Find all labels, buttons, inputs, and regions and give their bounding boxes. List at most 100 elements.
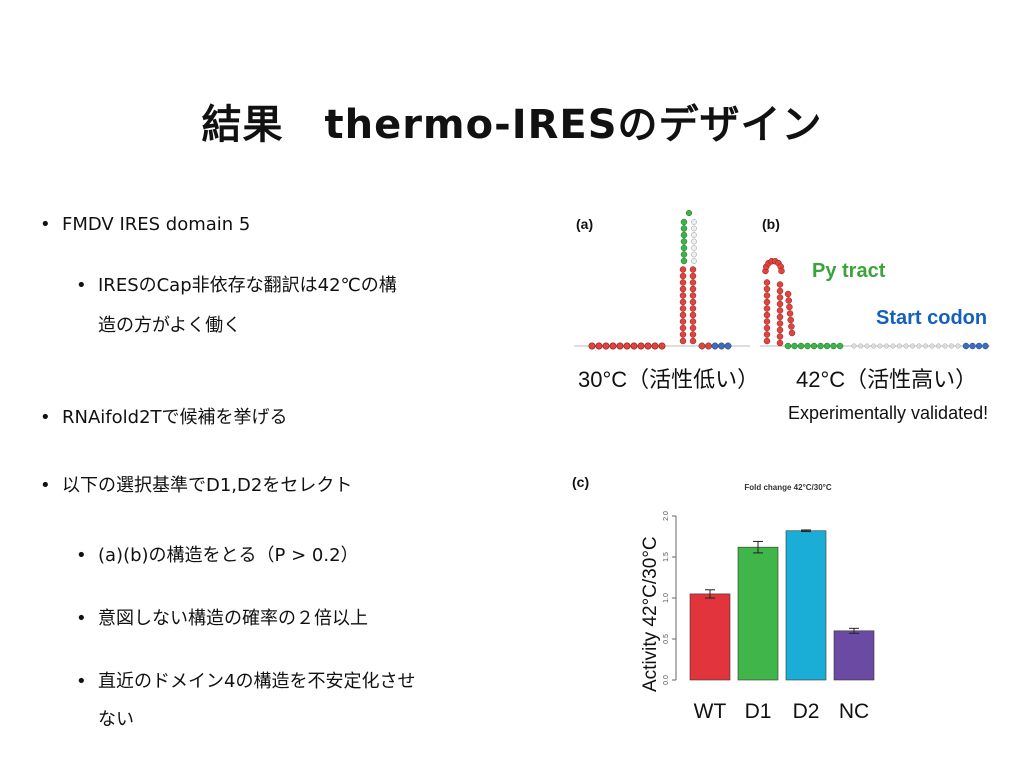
nucleotide (689, 285, 697, 293)
nucleotide (877, 343, 883, 349)
bullet-text: FMDV IRES domain 5 (62, 214, 251, 235)
nucleotide (680, 231, 688, 239)
nucleotide (776, 281, 784, 288)
bar (785, 530, 827, 681)
bullet-rnaifold: • RNAifold2Tで候補を挙げる (40, 402, 288, 434)
nucleotide (784, 290, 792, 298)
nucleotide (923, 343, 929, 349)
bullet-ires-cap-cont: 造の方がよく働く (98, 310, 241, 342)
nucleotide (724, 342, 732, 350)
nucleotide (679, 279, 687, 286)
nucleotide (776, 313, 784, 321)
nucleotide (679, 337, 687, 345)
panel-label-b: (b) (762, 216, 780, 232)
nucleotide (916, 343, 922, 349)
nucleotide (680, 238, 688, 245)
nucleotide (685, 209, 693, 217)
nucleotide (776, 287, 784, 295)
nucleotide (858, 343, 864, 349)
x-category-label: D1 (745, 700, 772, 723)
bullet-text: RNAifold2Tで候補を挙げる (62, 407, 288, 428)
nucleotide (680, 251, 688, 258)
nucleotide (763, 292, 771, 299)
nucleotide (679, 331, 687, 338)
nucleotide (689, 292, 697, 299)
bullet-dot: • (40, 475, 51, 496)
nucleotide (698, 342, 706, 350)
nucleotide (763, 285, 771, 293)
nucleotide (763, 298, 771, 306)
fold-change-chart: Fold change 42°C/30°C Activity 42°C/30°C… (640, 483, 875, 723)
rna-structure-figure (574, 209, 990, 350)
chart-title: Fold change 42°C/30°C (744, 483, 832, 492)
nucleotide (823, 342, 831, 350)
nucleotide (595, 342, 603, 350)
nucleotide (830, 342, 837, 350)
x-category-label: WT (694, 700, 727, 723)
bar (737, 546, 779, 681)
bullet-text: (a)(b)の構造をとる（P > 0.2） (98, 545, 359, 566)
nucleotide (658, 342, 666, 350)
nucleotide (763, 318, 771, 325)
nucleotide (616, 342, 624, 350)
nucleotide (763, 337, 771, 345)
nucleotide (776, 339, 784, 347)
bullet-domain4-cont: ない (98, 704, 134, 736)
nucleotide (609, 342, 617, 350)
nucleotide (975, 342, 983, 350)
nucleotide (929, 343, 935, 349)
nucleotide (689, 272, 697, 280)
nucleotide (776, 326, 784, 334)
nucleotide (910, 343, 916, 349)
y-axis-label: Activity 42°C/30°C (640, 536, 661, 692)
nucleotide (602, 342, 610, 350)
nucleotide (962, 342, 970, 350)
panel-label-a: (a) (576, 216, 594, 232)
nucleotide (776, 320, 784, 327)
nucleotide (691, 238, 697, 245)
nucleotide (787, 316, 794, 324)
bullet-criteria: • 以下の選択基準でD1,D2をセレクト (40, 470, 353, 502)
nucleotide (804, 342, 811, 350)
bullet-dot: • (76, 671, 87, 692)
nucleotide (786, 303, 793, 311)
x-category-label: NC (839, 700, 869, 723)
nucleotide (630, 342, 638, 350)
nucleotide (679, 298, 687, 306)
nucleotide (679, 272, 687, 280)
nucleotide (788, 323, 795, 330)
y-tick-label: 1.5 (663, 552, 670, 562)
caption-30c: 30°C（活性低い） (578, 367, 760, 392)
nucleotide (689, 266, 697, 273)
nucleotide (691, 258, 697, 264)
nucleotide (776, 294, 784, 301)
bullet-text: 以下の選択基準でD1,D2をセレクト (62, 475, 353, 496)
nucleotide (942, 343, 948, 349)
nucleotide (836, 342, 844, 350)
nucleotide (691, 245, 697, 251)
nucleotide (637, 342, 645, 350)
bullet-domain4: • 直近のドメイン4の構造を不安定化させ (76, 666, 415, 698)
nucleotide (679, 311, 687, 319)
nucleotide (689, 318, 697, 325)
nucleotide (763, 324, 771, 332)
bullet-dot: • (76, 275, 87, 296)
nucleotide (763, 279, 771, 286)
bullet-ires-cap: • IRESのCap非依存な翻訳は42℃の構 (76, 270, 397, 302)
nucleotide (680, 218, 688, 226)
bar (689, 593, 731, 681)
nucleotide (788, 329, 796, 337)
nucleotide (903, 343, 909, 349)
start-codon-label: Start codon (876, 307, 988, 329)
nucleotide (763, 331, 771, 338)
nucleotide (784, 342, 792, 350)
bullet-text: 造の方がよく働く (98, 315, 242, 336)
validated-label: Experimentally validated! (788, 403, 989, 423)
nucleotide (969, 342, 976, 350)
bullet-probability: • 意図しない構造の確率の２倍以上 (76, 603, 368, 635)
nucleotide (691, 219, 697, 225)
nucleotide (689, 305, 697, 312)
nucleotide (705, 342, 712, 350)
panel-label-c: (c) (572, 474, 590, 490)
